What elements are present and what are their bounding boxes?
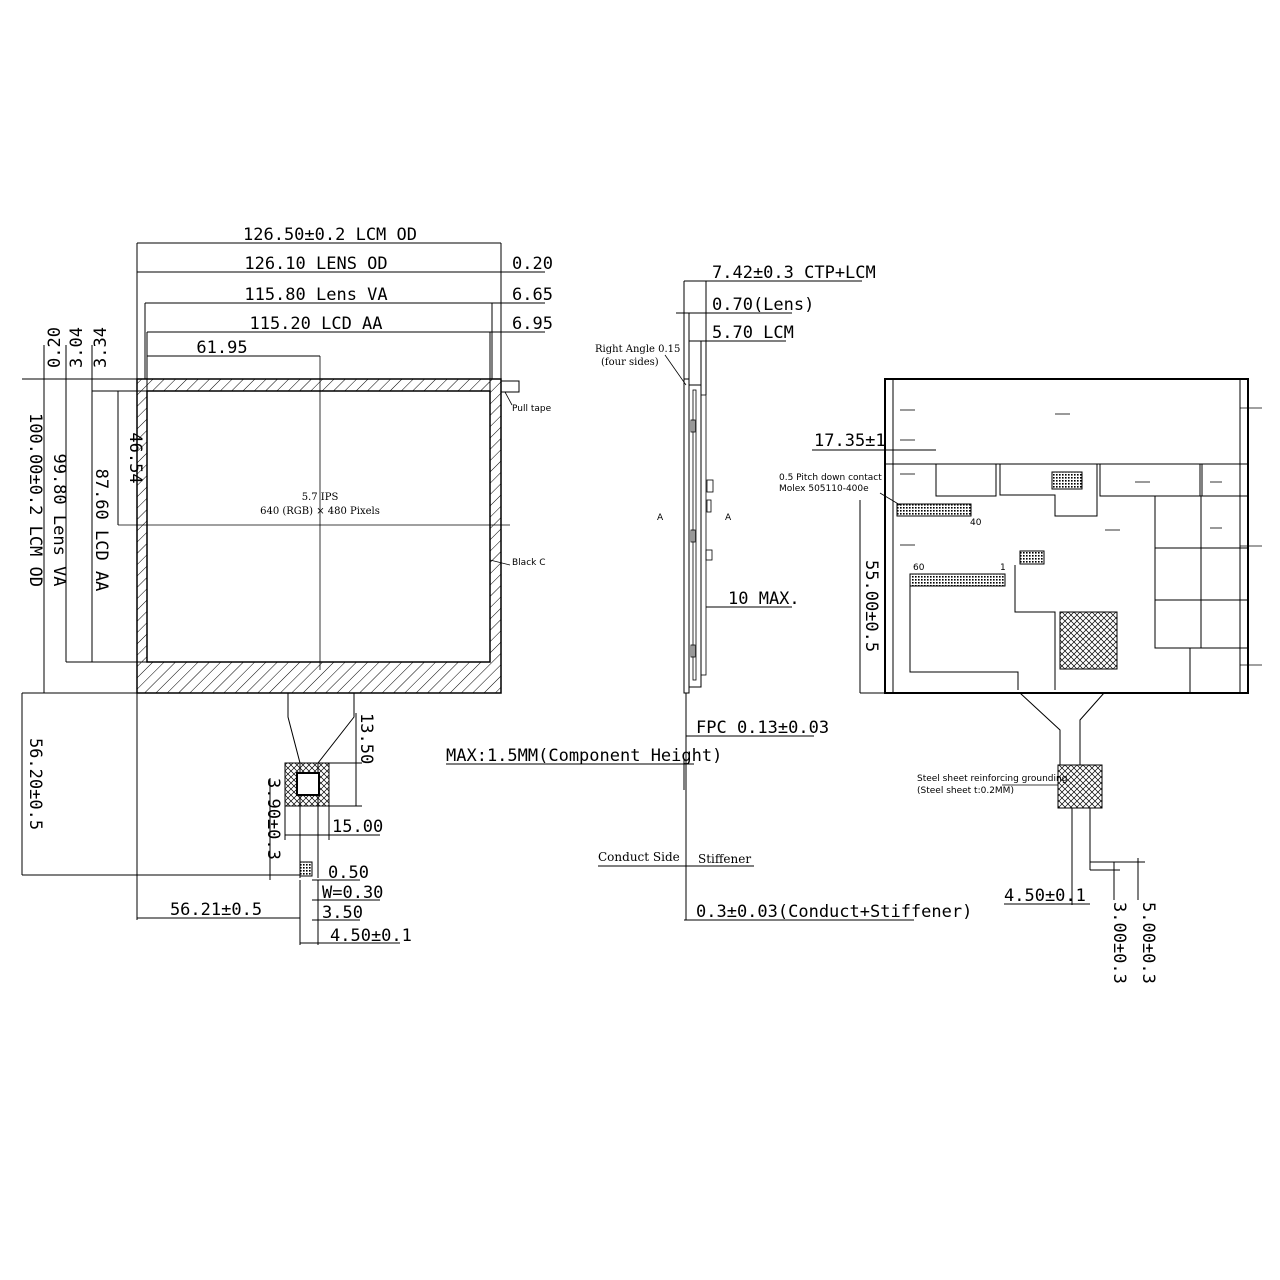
pitch-note: 0.5 Pitch down contact: [779, 473, 882, 483]
black-border: [136, 378, 502, 694]
dim-stiffener-width: 15.00: [332, 817, 383, 837]
pin-1-label: 1: [1000, 563, 1006, 573]
front-view: 5.7 IPS 640 (RGB) × 480 Pixels Pull tape…: [21, 225, 553, 946]
back-pad-2: [1099, 463, 1201, 497]
dim-lcd-aa-width: 115.20 LCD AA: [249, 314, 382, 334]
dim-ctp-lcm: 7.42±0.3 CTP+LCM: [712, 263, 876, 283]
dim-left-020: 0.20: [45, 327, 65, 368]
connector-40: [896, 503, 972, 517]
four-sides-note: (four sides): [601, 357, 659, 368]
dim-center-y: 46.54: [125, 432, 145, 483]
black-c-label: Black C: [512, 558, 546, 568]
back-pad-3: [1201, 463, 1249, 497]
pin-40-label: 40: [970, 518, 982, 528]
dim-fpc-length: 56.20±0.5: [25, 738, 45, 830]
dim-lcm-od-height: 100.00±0.2 LCM OD: [25, 413, 45, 587]
dim-component-height: MAX:1.5MM(Component Height): [446, 746, 722, 766]
dim-back-tail-500: 5.00±0.3: [1138, 902, 1158, 984]
steel-sheet: [1057, 764, 1103, 809]
dim-stiffener-height: 13.50: [356, 713, 376, 764]
dim-lens-va-width: 115.80 Lens VA: [244, 285, 387, 305]
dim-lens-od-offset: 0.20: [512, 254, 553, 274]
dim-lcm-od-width: 126.50±0.2 LCM OD: [243, 225, 417, 245]
steel-thickness-note: (Steel sheet t:0.2MM): [917, 786, 1014, 796]
dim-fpc-thickness: FPC 0.13±0.03: [696, 718, 829, 738]
dim-lcd-aa-offset: 6.95: [512, 314, 553, 334]
back-view: 40 60 1 17.35±1 0.5 Pitch down contact M…: [779, 378, 1262, 984]
dim-back-tail-450: 4.50±0.1: [1004, 886, 1086, 906]
dim-lens-od-width: 126.10 LENS OD: [244, 254, 387, 274]
back-reinforce-area: [1059, 611, 1118, 670]
dim-max-10: 10 MAX.: [728, 589, 800, 609]
pull-tape-label: Pull tape: [512, 404, 552, 414]
steel-note: Steel sheet reinforcing grounding: [917, 774, 1067, 784]
dim-back-tail-300: 3.00±0.3: [1109, 902, 1129, 984]
dim-lcd-aa-height: 87.60 LCD AA: [91, 469, 111, 592]
reference-markers: [900, 407, 1262, 666]
section-marker-right: A: [725, 513, 732, 523]
dim-fpc-x: 56.21±0.5: [170, 900, 262, 920]
dim-conduct-stiffener: 0.3±0.03(Conduct+Stiffener): [696, 902, 972, 922]
right-angle-note: Right Angle 0.15: [595, 344, 680, 355]
active-area: [146, 390, 491, 663]
pin-60-label: 60: [913, 563, 925, 573]
dim-tail-450: 4.50±0.1: [330, 926, 412, 946]
dim-17-35: 17.35±1: [814, 431, 886, 451]
contact-pins: [299, 861, 313, 877]
connector-60: [909, 573, 1006, 587]
dim-lens-va-height: 99.80 Lens VA: [49, 453, 69, 586]
dim-left-334: 3.34: [91, 327, 111, 368]
fpc-tail: [287, 693, 355, 878]
dim-lens-thickness: 0.70(Lens): [712, 295, 814, 315]
stiffener-chip: [296, 772, 320, 796]
dim-55: 55.00±0.5: [861, 560, 881, 652]
conduct-side-label: Conduct Side: [598, 850, 680, 864]
dim-pin-pitch: 0.50: [328, 863, 369, 883]
molex-note: Molex 505110-400e: [779, 484, 869, 494]
dim-pin-width: W=0.30: [322, 883, 383, 903]
pixels-label: 640 (RGB) × 480 Pixels: [260, 506, 380, 517]
dim-center-x: 61.95: [196, 338, 247, 358]
dim-tail-350: 3.50: [322, 903, 363, 923]
pull-tape-shape: [501, 380, 520, 393]
dim-lcm-thickness: 5.70 LCM: [712, 323, 794, 343]
section-marker-left: A: [657, 513, 664, 523]
side-view: A A 7.42±0.3 CTP+LCM 0.70(Lens) 5.70 LCM…: [446, 263, 972, 922]
back-pad-1: [935, 463, 997, 497]
dim-left-304: 3.04: [67, 327, 87, 368]
connector-small-1: [1051, 471, 1083, 490]
stiffener-label: Stiffener: [698, 852, 751, 866]
dim-stiffener-position: 3.90±0.3: [263, 778, 283, 860]
panel-type-label: 5.7 IPS: [302, 492, 339, 503]
dim-lens-va-offset: 6.65: [512, 285, 553, 305]
connector-small-2: [1019, 550, 1045, 565]
side-lens: [683, 378, 690, 694]
